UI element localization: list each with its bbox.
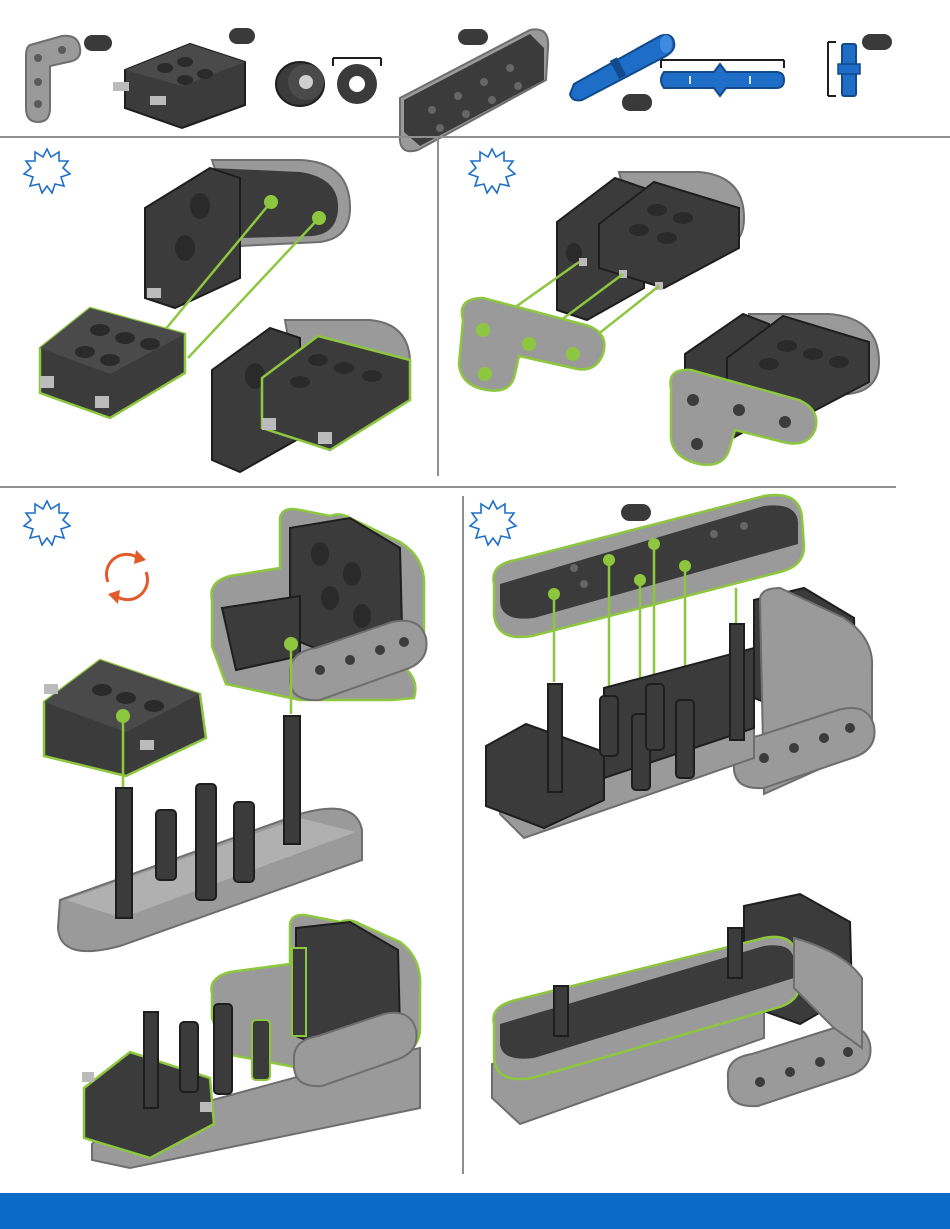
footer-bar [0,1193,950,1229]
standoff-pin-part [828,42,860,96]
step-2-assembly-top [557,172,744,320]
step-2 [439,138,950,486]
step-3-result [82,915,420,1168]
straight-beam-qty-badge [458,29,488,45]
step-3-corner-connector [44,660,206,776]
l-beam-part [26,36,80,122]
starburst-icon [467,146,517,196]
step-4-result [492,894,871,1124]
straight-beam-part [400,29,548,151]
step-1 [0,138,437,486]
starburst-icon [22,146,72,196]
step-1-result [212,320,410,472]
connector-pin-profile [661,60,784,96]
standoff-pin-qty-badge [862,34,892,50]
step-3 [0,488,462,1178]
step-2-result [670,314,879,465]
step-1-assembly-top [145,160,350,308]
l-beam-qty-badge [84,35,112,51]
connector-pin-part [570,35,674,101]
corner-connector-part [113,44,245,128]
step-4 [464,488,950,1188]
parts-list [0,0,950,136]
parts-list-illustration [0,0,950,136]
step-1-corner-connector [40,308,185,418]
rotate-icon [96,546,158,608]
step-3-illustration [0,488,462,1178]
corner-connector-qty-badge [229,28,255,44]
starburst-icon [22,498,72,548]
step-3-assembly-top [211,509,426,700]
step-4-illustration [464,488,950,1188]
connector-pin-qty-badge [622,94,652,111]
starburst-icon [468,498,518,548]
bushing-part [276,58,381,106]
step-4-qty-badge [621,504,651,521]
